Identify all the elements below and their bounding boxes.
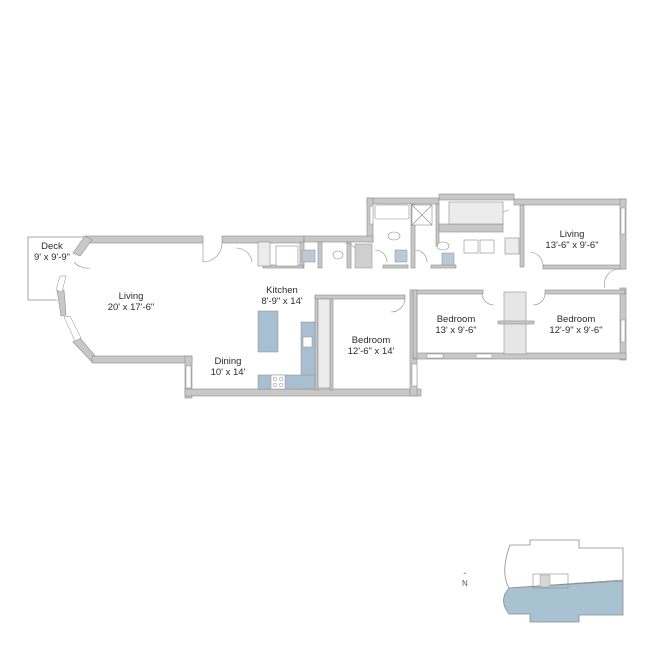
wall [382,264,409,269]
wall [438,223,504,233]
wall [314,294,406,300]
deck-outline [27,236,85,301]
wall [317,241,323,269]
room-label-dining: Dining 10' x 14' [211,356,246,378]
bay-window [63,315,82,342]
closet [317,298,331,389]
door-swing [374,249,388,263]
wall [438,193,515,201]
sink [301,249,316,263]
wall [184,388,422,397]
kitchen-sink [302,336,313,348]
door-swing [529,251,544,267]
room-name: Living [118,291,144,302]
north-label: N [462,579,468,588]
toilet [332,250,344,260]
room-label-bedroom-3: Bedroom 12'-9" x 9'-6" [549,314,602,336]
kitchen-island [257,310,279,353]
room-dimensions: 8'-9" x 14' [261,296,303,307]
dryer [479,239,495,254]
window [475,353,493,359]
door-swing [414,249,428,263]
wall [412,289,484,295]
room-dimensions: 12'-9" x 9'-6" [549,325,603,336]
wall [303,235,374,243]
closet [257,241,271,267]
room-dimensions: 10' x 14' [210,367,246,378]
room-name: Bedroom [351,335,391,346]
room-dimensions: 13'-6" x 9'-6" [545,240,599,251]
room-name: Deck [41,241,63,252]
wall [497,320,535,325]
washer [463,239,479,254]
window [620,207,626,235]
wall [430,264,457,269]
bathtub [374,204,410,220]
room-label-bedroom-1: Bedroom 12'-6" x 14' [348,335,395,357]
sink [394,249,408,263]
room-label-kitchen: Kitchen 8'-9" x 14' [261,285,302,307]
room-dimensions: 13' x 9'-6" [435,325,477,336]
key-plan-outline [504,539,624,589]
wall [314,295,319,391]
stove [270,374,286,390]
room-label-living-main: Living 20' x 17'-6" [108,291,155,313]
door-swing [390,298,406,313]
key-plan [503,539,624,623]
room-dimensions: 9' x 9'-9" [33,252,71,263]
wall [435,203,440,247]
wall [72,235,93,257]
sink [441,252,455,266]
wall [346,241,352,269]
wall [513,198,627,206]
wall [84,235,204,244]
key-plan-unit-marker [532,573,569,589]
wall [329,295,334,391]
room-label-bedroom-2: Bedroom 13' x 9'-6" [435,314,476,336]
closet-shelf [448,201,504,225]
wall [91,355,193,364]
wall [519,204,525,268]
room-label-living-second: Living 13'-6" x 9'-6" [545,229,598,251]
room-dimensions: 20' x 17'-6" [107,302,155,313]
wall [412,289,418,359]
door-swing [235,247,253,263]
north-arrow: ˆ N [462,572,468,588]
key-plan-highlight [503,580,624,623]
door-swing [73,261,91,269]
room-label-deck: Deck 9' x 9'-9" [34,241,70,263]
room-name: Bedroom [436,314,476,325]
door-swing [202,242,223,263]
bay-window [55,275,67,293]
window [411,363,418,387]
door-swing [481,293,495,306]
kitchen-counter [257,374,316,390]
room-name: Living [559,229,585,240]
room-name: Kitchen [266,285,298,296]
wall [544,289,626,295]
north-arrow-icon: ˆ [463,572,467,581]
room-name: Dining [214,356,242,367]
wall [542,264,626,270]
toilet [387,231,401,241]
wall [56,289,67,317]
window [185,365,192,389]
door-swing [532,293,546,306]
door-swing [604,268,621,289]
wall [366,197,440,205]
vanity [354,243,373,269]
fridge [275,245,299,267]
window [369,205,374,225]
window [620,319,626,343]
toilet [436,241,450,251]
closet-shelf [504,237,520,255]
window [426,353,444,359]
room-name: Bedroom [556,314,596,325]
wall [410,203,416,269]
room-dimensions: 12'-6" x 14' [347,346,395,357]
